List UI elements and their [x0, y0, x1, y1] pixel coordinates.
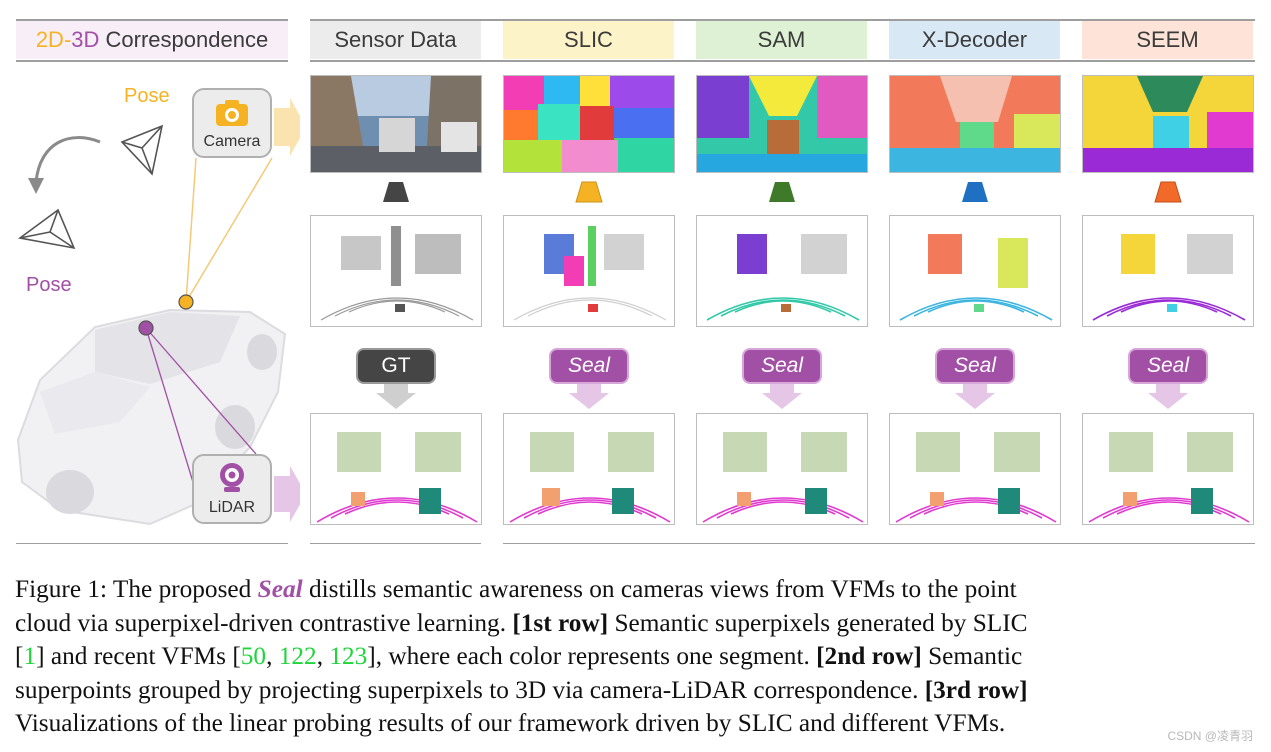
projection-trapezoid-icon [962, 182, 988, 202]
header-dash: - [63, 27, 72, 52]
figure-caption: Figure 1: The proposed Seal distills sem… [15, 573, 1258, 741]
figure-rule-bottom [310, 543, 481, 544]
image-seem-segments [1082, 75, 1254, 173]
projection-trapezoid-icon [575, 181, 603, 203]
car-wheel [215, 405, 255, 449]
image-slic-segments [503, 75, 675, 173]
pose-pyramid-icon [18, 208, 76, 250]
caption-bold: [1st row] [512, 608, 609, 637]
pose-arrow-head [28, 178, 44, 194]
header-seem: SEEM [1082, 21, 1253, 59]
result-xdecoder [889, 413, 1061, 525]
caption-line-2: cloud via superpixel-driven contrastive … [15, 607, 1258, 641]
down-arrow [376, 383, 416, 409]
header-rule-top [16, 19, 288, 21]
car-roof [95, 312, 240, 384]
car-wheel [247, 334, 277, 370]
caption-text: Semantic superpixels generated by SLIC [608, 608, 1028, 637]
pointcloud-slic [503, 215, 675, 327]
pose-pyramid-icon [120, 124, 164, 176]
camera-label: Camera [203, 133, 261, 150]
watermark: CSDN @凌青羽 [1167, 729, 1253, 743]
down-arrow [1148, 383, 1188, 409]
result-seem [1082, 413, 1254, 525]
caption-text: distills semantic awareness on cameras v… [302, 575, 1017, 603]
camera-sensor-dot [178, 294, 194, 310]
lidar-ray [145, 327, 257, 455]
car-windshield [40, 372, 150, 434]
caption-bold: [3rd row] [924, 675, 1028, 704]
header-rule-top [310, 19, 1255, 21]
camera-ray [185, 157, 197, 303]
lidar-sensor-dot [138, 320, 154, 336]
seal-badge: Seal [742, 348, 822, 384]
seal-badge: Seal [1128, 348, 1208, 384]
header-sensor-data: Sensor Data [310, 21, 481, 59]
lidar-icon [220, 463, 244, 492]
caption-line-1: Figure 1: The proposed Seal distills sem… [15, 573, 1258, 607]
header-rule-bottom [310, 60, 1255, 62]
pose-label-bottom: Pose [26, 274, 72, 296]
caption-bold: [2nd row] [816, 642, 922, 670]
header-correspondence: 2D-3D Correspondence [16, 21, 288, 59]
projection-trapezoid-icon [769, 182, 795, 202]
header-xdecoder: X-Decoder [889, 21, 1060, 59]
result-sam [696, 413, 868, 525]
caption-line-4: superpoints grouped by projecting superp… [15, 674, 1258, 708]
caption-text: , [316, 642, 330, 670]
pointcloud-sam [696, 215, 868, 327]
header-3d: 3D [71, 27, 100, 52]
citation-link[interactable]: 123 [329, 642, 368, 670]
gt-badge: GT [356, 348, 436, 384]
lidar-label: LiDAR [208, 499, 256, 516]
result-ground-truth [310, 413, 482, 525]
caption-text: superpoints grouped by projecting superp… [15, 675, 925, 704]
projection-trapezoid-icon [1154, 181, 1182, 203]
pointcloud-xdecoder [889, 215, 1061, 327]
lidar-arrow [274, 466, 306, 522]
figure-rule-bottom [503, 543, 1255, 544]
camera-icon [216, 100, 248, 126]
image-xdecoder-segments [889, 75, 1061, 173]
pointcloud-seem [1082, 215, 1254, 327]
citation-link[interactable]: 1 [23, 642, 37, 670]
header-sam: SAM [696, 21, 867, 59]
pose-label-top: Pose [124, 85, 170, 107]
figure-rule-bottom [16, 543, 288, 544]
down-arrow [569, 383, 609, 409]
camera-box: Camera [192, 88, 272, 158]
down-arrow [955, 383, 995, 409]
citation-link[interactable]: 50 [240, 642, 267, 670]
caption-text: cloud via superpixel-driven contrastive … [15, 608, 513, 637]
caption-text: ], where each color represents one segme… [367, 642, 817, 670]
caption-seal: Seal [257, 575, 303, 603]
caption-text: Figure 1: The proposed [15, 575, 258, 603]
pose-transition-arrow [34, 136, 101, 183]
citation-link[interactable]: 122 [278, 642, 317, 670]
caption-text: ] and recent VFMs [ [36, 642, 241, 670]
car-wheel [46, 470, 94, 514]
camera-ray [185, 157, 273, 303]
image-sensor-data [310, 75, 482, 173]
pointcloud-sensor-data [310, 215, 482, 327]
projection-trapezoid-icon [383, 182, 409, 202]
caption-line-5: Visualizations of the linear probing res… [15, 709, 1006, 737]
seal-badge: Seal [935, 348, 1015, 384]
header-correspondence-text: Correspondence [105, 27, 269, 52]
seal-badge: Seal [549, 348, 629, 384]
caption-line-3: [1] and recent VFMs [50, 122, 123], wher… [15, 640, 1258, 674]
image-sam-segments [696, 75, 868, 173]
down-arrow [762, 383, 802, 409]
camera-arrow [274, 98, 306, 156]
caption-text: , [266, 642, 279, 670]
header-rule-bottom [16, 60, 288, 62]
header-slic: SLIC [503, 21, 674, 59]
caption-text: Semantic [921, 642, 1023, 670]
lidar-ray [145, 327, 197, 493]
caption-text: [ [15, 642, 24, 670]
result-slic [503, 413, 675, 525]
header-2d: 2D [35, 27, 64, 52]
lidar-box: LiDAR [192, 454, 272, 524]
